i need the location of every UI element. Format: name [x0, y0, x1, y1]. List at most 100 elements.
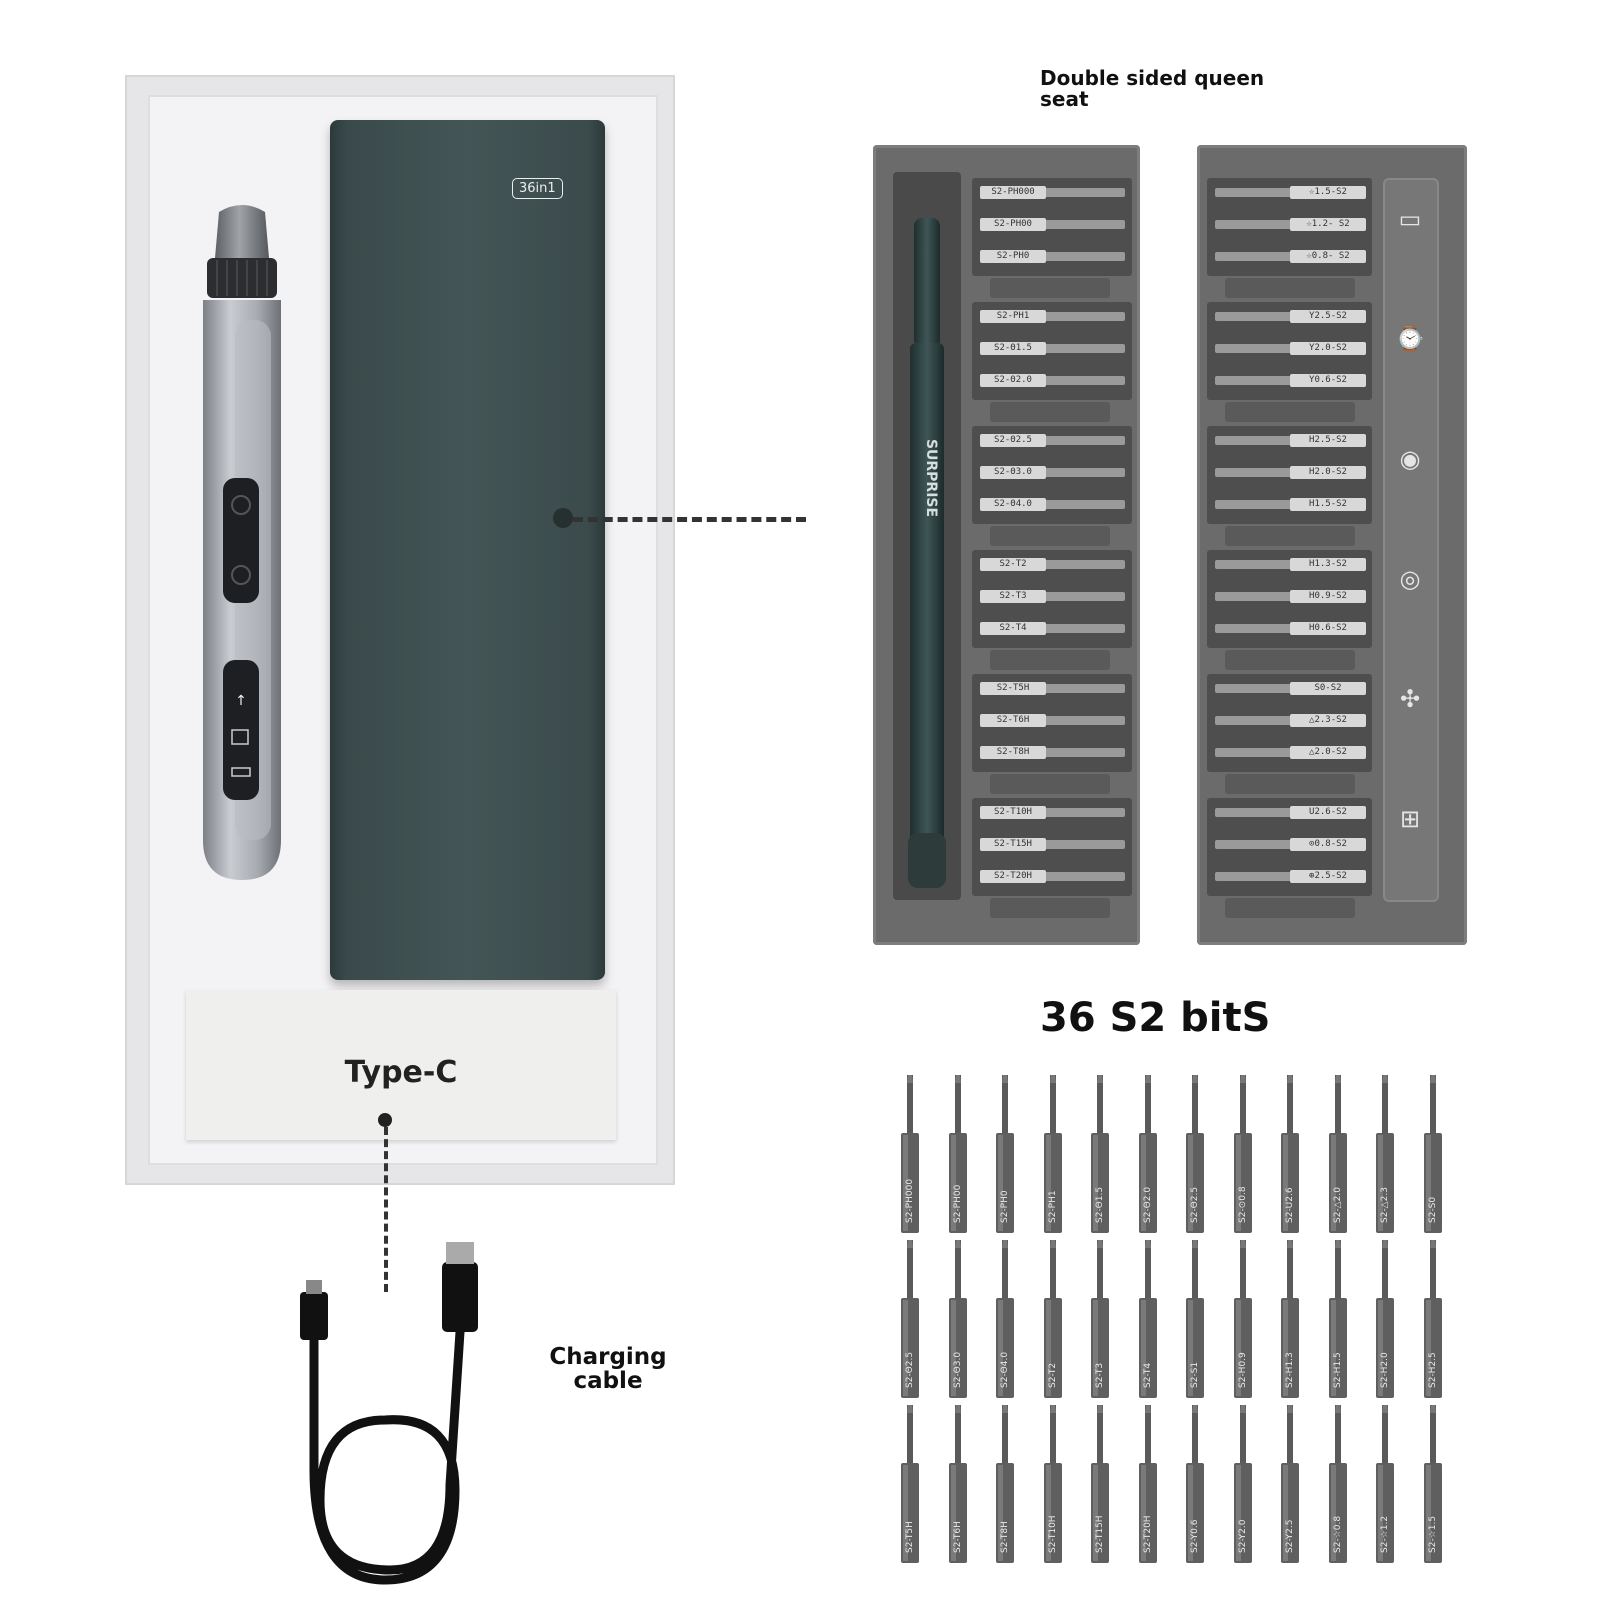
callout-dot	[553, 508, 573, 528]
screwdriver-bit	[1183, 1075, 1207, 1235]
bit-label: S2-T2	[1047, 1362, 1058, 1388]
bit-size-tag: S2-PH0	[980, 250, 1046, 263]
bit-label: S2-△2.3	[1380, 1187, 1390, 1223]
bit-holder-handle: SURPRISE	[908, 218, 946, 888]
screwdriver-bit	[1136, 1075, 1160, 1235]
screwdriver-bit	[1136, 1405, 1160, 1565]
bit-size-tag: H2.5-S2	[1290, 434, 1366, 447]
bit-in-tray	[1215, 684, 1315, 693]
bit-size-tag: S2-T4	[980, 622, 1046, 635]
screwdriver-bit	[1231, 1405, 1255, 1565]
bit-type-symbol-row	[1225, 898, 1355, 918]
screwdriver-bit	[946, 1240, 970, 1400]
screwdriver-bit	[1041, 1240, 1065, 1400]
bit-size-tag: H2.0-S2	[1290, 466, 1366, 479]
screwdriver-bit	[1231, 1240, 1255, 1400]
screwdriver-bit	[1373, 1405, 1397, 1565]
bit-in-tray	[1010, 872, 1125, 881]
bit-type-symbol-row	[990, 898, 1110, 918]
bit-in-tray	[1010, 592, 1125, 601]
bit-label: S2-T4	[1142, 1362, 1153, 1388]
bit-label: S2-Θ2.0	[1142, 1186, 1153, 1223]
bit-size-tag: H1.3-S2	[1290, 558, 1366, 571]
bit-label: S2-Θ2.5	[905, 1351, 915, 1388]
bit-size-tag: S0-S2	[1290, 682, 1366, 695]
bit-size-tag: S2-Θ3.0	[980, 466, 1046, 479]
bit-in-tray	[1010, 252, 1125, 261]
screwdriver-bit	[1183, 1240, 1207, 1400]
screwdriver-bit	[898, 1240, 922, 1400]
devices-icon: ▭	[1398, 205, 1422, 233]
bit-in-tray	[1215, 592, 1315, 601]
bit-size-tag: S2-PH000	[980, 186, 1046, 199]
bit-in-tray	[1010, 220, 1125, 229]
bit-in-tray	[1215, 872, 1315, 881]
screwdriver-bit	[1421, 1405, 1445, 1565]
screwdriver-bit	[1041, 1405, 1065, 1565]
bit-size-tag: H0.9-S2	[1290, 590, 1366, 603]
screwdriver-bit	[1088, 1405, 1112, 1565]
bit-label: S2-PH00	[952, 1184, 963, 1223]
bit-label: S2-Y2.0	[1237, 1519, 1248, 1553]
bit-size-tag: S2-T5H	[980, 682, 1046, 695]
bit-size-tag: S2-PH00	[980, 218, 1046, 231]
screwdriver-bit	[946, 1405, 970, 1565]
bit-in-tray	[1215, 344, 1315, 353]
bit-label: S2-T5H	[905, 1521, 915, 1553]
bit-type-symbol-row	[990, 526, 1110, 546]
bit-in-tray	[1010, 716, 1125, 725]
bit-in-tray	[1010, 312, 1125, 321]
bit-type-symbol-row	[990, 774, 1110, 794]
bit-size-tag: Y2.5-S2	[1290, 310, 1366, 323]
screwdriver-bit	[1088, 1075, 1112, 1235]
bit-type-symbol-row	[1225, 774, 1355, 794]
storage-box-lid	[330, 120, 605, 980]
screwdriver-bit	[1373, 1075, 1397, 1235]
bit-size-tag: S2-T15H	[980, 838, 1046, 851]
bit-in-tray	[1010, 560, 1125, 569]
bit-label: S2-H2.0	[1380, 1352, 1390, 1388]
bit-in-tray	[1215, 840, 1315, 849]
bit-label: S2-Y2.5	[1285, 1519, 1295, 1553]
bit-size-tag: H1.5-S2	[1290, 498, 1366, 511]
bit-label: S2-T3	[1095, 1362, 1105, 1388]
screwdriver-bit	[1326, 1240, 1350, 1400]
bit-label: S2-Θ3.0	[952, 1351, 963, 1388]
bit-size-tag: U2.6-S2	[1290, 806, 1366, 819]
bit-label: S2-T15H	[1095, 1515, 1105, 1553]
bit-in-tray	[1010, 684, 1125, 693]
bit-label: S2-Y0.6	[1190, 1519, 1200, 1553]
bit-type-symbol-row	[990, 650, 1110, 670]
gamepad-icon: ⊞	[1399, 805, 1421, 833]
bit-size-tag: ☆0.8- S2	[1290, 250, 1366, 263]
bit-in-tray	[1215, 808, 1315, 817]
bit-in-tray	[1215, 376, 1315, 385]
bit-in-tray	[1215, 252, 1315, 261]
bit-in-tray	[1215, 220, 1315, 229]
bit-in-tray	[1010, 624, 1125, 633]
screwdriver-bit	[993, 1405, 1017, 1565]
screwdriver-bit	[1326, 1405, 1350, 1565]
bit-label: S2-H2.5	[1427, 1352, 1438, 1388]
bit-size-tag: H0.6-S2	[1290, 622, 1366, 635]
bit-size-tag: S2-Θ2.5	[980, 434, 1046, 447]
bit-label: S2-△2.0	[1332, 1187, 1343, 1223]
bit-in-tray	[1010, 500, 1125, 509]
screwdriver-bit	[993, 1075, 1017, 1235]
bit-label: S2-S0	[1427, 1196, 1438, 1223]
bit-size-tag: Y2.0-S2	[1290, 342, 1366, 355]
screwdriver-bit	[1421, 1240, 1445, 1400]
bit-in-tray	[1010, 840, 1125, 849]
screwdriver-bit	[1041, 1075, 1065, 1235]
bit-label: S2-PH0	[1000, 1190, 1010, 1223]
lid-badge: 36in1	[512, 178, 563, 199]
screwdriver-bit	[946, 1075, 970, 1235]
bit-in-tray	[1215, 500, 1315, 509]
bit-size-tag: △2.0-S2	[1290, 746, 1366, 759]
screwdriver-bit	[1088, 1240, 1112, 1400]
bit-type-symbol-row	[1225, 402, 1355, 422]
bit-size-tag: ⊕2.5-S2	[1290, 870, 1366, 883]
bit-label: S2-PH000	[905, 1178, 915, 1223]
bit-in-tray	[1010, 808, 1125, 817]
bit-label: S2-☆0.8	[1332, 1515, 1343, 1553]
